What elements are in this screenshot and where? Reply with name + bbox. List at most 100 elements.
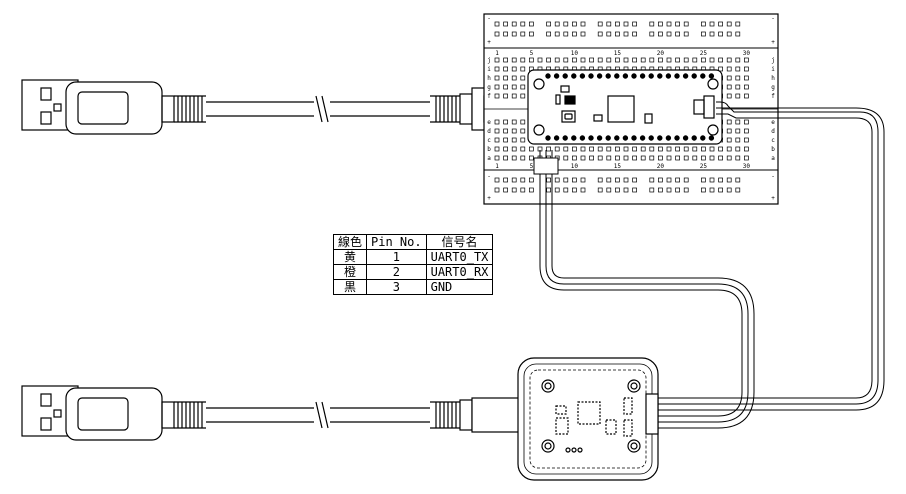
breadboard-hole [520, 119, 526, 125]
column-number: 1 [495, 163, 499, 170]
breadboard-hole [718, 177, 723, 183]
breadboard-hole [503, 57, 508, 63]
column-number: 20 [657, 50, 665, 57]
breadboard-hole [520, 177, 526, 183]
breadboard-hole [726, 31, 732, 37]
breadboard-hole [520, 128, 526, 134]
table-row: 橙 2 UART0_RX [332, 264, 494, 280]
breadboard-hole [511, 177, 517, 183]
breadboard-hole [744, 146, 749, 152]
breadboard-hole [615, 187, 620, 193]
header-pin [571, 135, 577, 141]
header-pin [674, 135, 680, 141]
breadboard-hole [735, 137, 741, 143]
header-pin [553, 73, 560, 79]
rail-sign: - [771, 173, 775, 180]
rail-sign: - [771, 15, 775, 22]
breadboard-hole [606, 177, 612, 183]
header-pin [614, 73, 620, 79]
breadboard-hole [615, 57, 620, 63]
breadboard-hole [709, 187, 715, 193]
breadboard-hole [615, 31, 620, 37]
breadboard-hole [511, 84, 517, 90]
breadboard-hole [572, 146, 577, 152]
breadboard-hole [666, 146, 672, 152]
breadboard-hole [735, 75, 741, 81]
header-pin [682, 73, 689, 79]
breadboard-hole [658, 31, 663, 37]
breadboard-hole [554, 177, 560, 183]
header-pin [545, 135, 551, 141]
row-letter: j [487, 57, 491, 64]
breadboard-hole [744, 93, 749, 99]
breadboard-hole [503, 128, 508, 134]
breadboard-hole [520, 84, 526, 90]
breadboard-hole [632, 177, 637, 183]
row-letter: e [487, 119, 491, 126]
breadboard-hole [529, 31, 534, 37]
pin-number-cell: 3 [366, 279, 427, 295]
breadboard-hole [744, 137, 749, 143]
breadboard-hole [503, 31, 508, 37]
pin-number-cell: 2 [366, 264, 427, 280]
breadboard-hole [520, 31, 526, 37]
breadboard-hole [511, 57, 517, 63]
breadboard-hole [623, 177, 629, 183]
breadboard-hole [744, 119, 749, 125]
header-pin [605, 135, 611, 141]
breadboard-hole [503, 93, 508, 99]
breadboard-hole [546, 187, 551, 193]
breadboard-hole [606, 31, 612, 37]
row-letter: e [771, 119, 775, 126]
breadboard-hole [726, 137, 732, 143]
breadboard-hole [615, 21, 620, 27]
row-letter: g [771, 84, 775, 91]
breadboard-hole [709, 57, 715, 63]
header-signal-name: 信号名 [425, 234, 494, 250]
table-header-row: 線色 Pin No. 信号名 [332, 234, 494, 250]
breadboard-hole [675, 31, 680, 37]
breadboard-hole [675, 57, 680, 63]
header-pin [631, 73, 637, 79]
breadboard-hole [511, 93, 517, 99]
header-pin [708, 135, 715, 141]
breadboard-hole [632, 21, 637, 27]
header-pin [682, 135, 689, 141]
breadboard-hole [649, 177, 655, 183]
breadboard-hole [494, 155, 500, 161]
breadboard-hole [726, 119, 732, 125]
breadboard-hole [744, 75, 749, 81]
header-wire-color: 線色 [332, 234, 368, 250]
breadboard-hole [511, 137, 517, 143]
column-number: 20 [657, 163, 665, 170]
row-letter: a [771, 155, 775, 162]
breadboard-hole [572, 57, 577, 63]
breadboard-hole [735, 119, 741, 125]
breadboard-hole [658, 177, 663, 183]
breadboard-hole [554, 187, 560, 193]
signal-name-cell: UART0_TX [425, 249, 494, 265]
column-number: 25 [700, 163, 708, 170]
row-letter: i [487, 66, 491, 73]
breadboard-hole [744, 128, 749, 134]
breadboard-hole [726, 93, 732, 99]
breadboard-hole [529, 57, 534, 63]
breadboard-hole [683, 155, 689, 161]
microcontroller-board [527, 69, 723, 145]
breadboard-hole [597, 187, 603, 193]
breadboard-hole [580, 31, 586, 37]
breadboard-hole [520, 187, 526, 193]
header-pin [596, 135, 603, 141]
breadboard-hole [692, 155, 698, 161]
breadboard-hole [606, 57, 612, 63]
breadboard-hole [511, 128, 517, 134]
header-pin [657, 135, 663, 141]
column-number: 30 [743, 50, 751, 57]
header-pin [579, 135, 586, 141]
column-number: 1 [495, 50, 499, 57]
usb-serial-adapter [517, 357, 659, 481]
breadboard-hole [503, 21, 508, 27]
breadboard-hole [718, 57, 723, 63]
breadboard-hole [520, 57, 526, 63]
